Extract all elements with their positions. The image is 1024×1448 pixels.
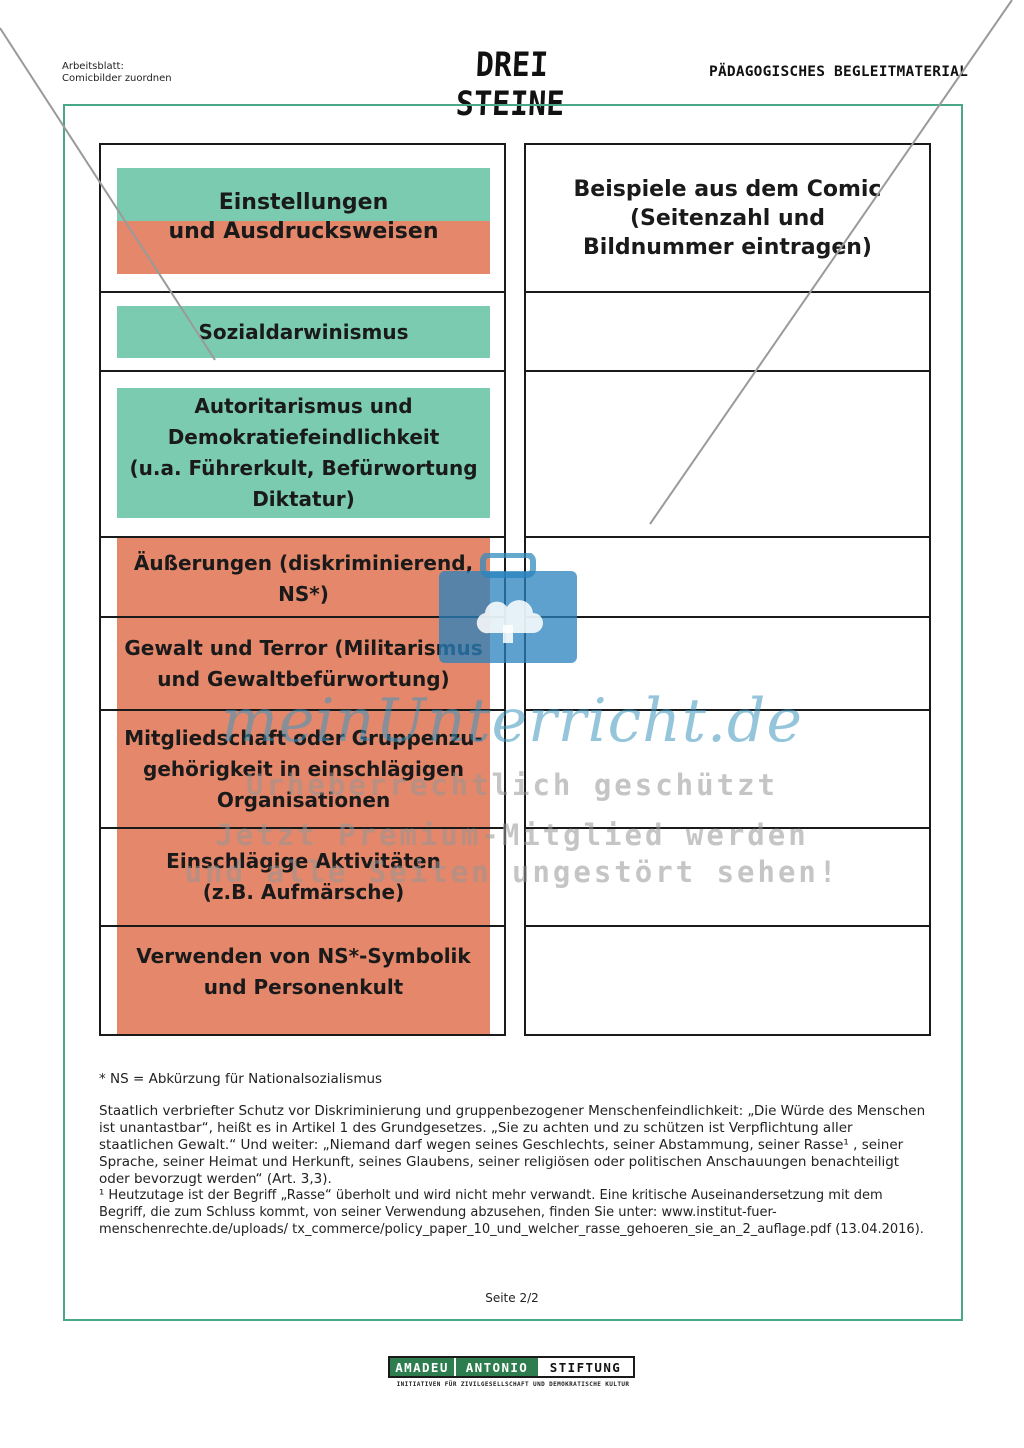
row-autoritarismus-band bbox=[117, 388, 490, 518]
left-header-text: Einstellungen und Ausdrucksweisen bbox=[117, 186, 490, 248]
logo-part3: STIFTUNG bbox=[538, 1358, 633, 1376]
briefcase-cloud-icon bbox=[439, 553, 577, 663]
right-divider bbox=[524, 925, 931, 927]
watermark-line1: Urheberrechtlich geschützt bbox=[246, 768, 778, 802]
row-aeusserungen: Äußerungen (diskriminierend, NS*) bbox=[133, 551, 474, 606]
row-autoritarismus: Autoritarismus und Demokratiefeindlichke… bbox=[129, 394, 478, 511]
material-label: PÄDAGOGISCHES BEGLEITMATERIAL bbox=[709, 64, 968, 80]
footnote-1: ¹ Heutzutage ist der Begriff „Rasse“ übe… bbox=[99, 1188, 924, 1237]
watermark-line3: und alle Seiten ungestört sehen! bbox=[184, 855, 840, 889]
answer-cell-sozialdarwinismus[interactable] bbox=[526, 293, 929, 370]
worksheet-label-line2: Comicbilder zuordnen bbox=[62, 73, 172, 84]
left-divider bbox=[99, 827, 506, 829]
watermark-line2: Jetzt Premium-Mitglied werden bbox=[215, 818, 809, 852]
right-divider bbox=[524, 616, 931, 618]
right-divider bbox=[524, 536, 931, 538]
answer-cell-symbolik[interactable] bbox=[526, 927, 929, 1034]
left-divider bbox=[99, 370, 506, 372]
page-number: Seite 2/2 bbox=[485, 1291, 539, 1305]
salmon-column-band bbox=[117, 538, 490, 1034]
left-divider bbox=[99, 536, 506, 538]
footnote-paragraph: Staatlich verbriefter Schutz vor Diskrim… bbox=[99, 1103, 926, 1187]
right-divider bbox=[524, 827, 931, 829]
left-divider bbox=[99, 291, 506, 293]
logo-tagline: INITIATIVEN FÜR ZIVILGESELLSCHAFT UND DE… bbox=[396, 1381, 630, 1388]
left-divider bbox=[99, 616, 506, 618]
logo-part1: AMADEU bbox=[390, 1358, 454, 1376]
right-header-text: Beispiele aus dem Comic (Seitenzahl und … bbox=[573, 176, 882, 260]
left-header-line2: und Ausdrucksweisen bbox=[168, 219, 439, 244]
footnote-ns: * NS = Abkürzung für Nationalsozialismus bbox=[99, 1071, 383, 1087]
row-sozialdarwinismus: Sozialdarwinismus bbox=[198, 319, 409, 344]
answer-cell-aeusserungen[interactable] bbox=[526, 538, 929, 616]
row-symbolik: Verwenden von NS*-Symbolik und Personenk… bbox=[136, 944, 471, 999]
row-mitgliedschaft: Mitgliedschaft oder Gruppenzu- gehörigke… bbox=[124, 725, 483, 812]
watermark-site: meinUnterricht.de bbox=[221, 686, 803, 756]
amadeu-antonio-logo: AMADEU ANTONIO STIFTUNG bbox=[388, 1356, 635, 1378]
worksheet-label: Arbeitsblatt: Comicbilder zuordnen bbox=[62, 61, 172, 85]
left-divider bbox=[99, 709, 506, 711]
left-divider bbox=[99, 925, 506, 927]
page-frame bbox=[63, 104, 963, 1321]
right-divider bbox=[524, 709, 931, 711]
row-aktivitaeten: Einschlägige Aktivitäten (z.B. Aufmärsch… bbox=[166, 849, 441, 904]
answer-cell-autoritarismus[interactable] bbox=[526, 372, 929, 536]
left-header-line1: Einstellungen bbox=[218, 190, 389, 215]
worksheet-label-line1: Arbeitsblatt: bbox=[62, 61, 124, 72]
logo-part2: ANTONIO bbox=[454, 1358, 538, 1376]
